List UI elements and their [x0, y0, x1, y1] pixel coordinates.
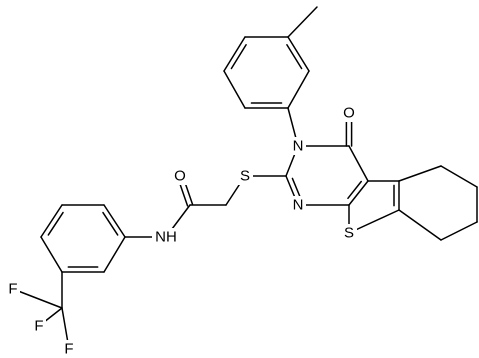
- carbonyl-oxygen-label: O: [341, 104, 357, 122]
- ring-nitrogen-n1-label: N: [290, 196, 306, 214]
- fluorine-label-2: F: [32, 317, 46, 335]
- svg-text:N: N: [293, 197, 304, 214]
- bond: [287, 36, 310, 72]
- svg-text:F: F: [34, 318, 43, 335]
- bond: [103, 236, 126, 273]
- svg-text:S: S: [344, 225, 354, 242]
- ring-nitrogen-n3-label: N: [290, 137, 306, 155]
- svg-text:F: F: [64, 341, 73, 358]
- amide-nh-label: NH: [152, 228, 180, 246]
- bond: [348, 145, 369, 182]
- svg-text:F: F: [8, 281, 17, 298]
- bond: [40, 236, 63, 273]
- svg-text:NH: NH: [155, 229, 177, 246]
- amide-oxygen-label: O: [172, 167, 188, 185]
- bond: [440, 165, 478, 188]
- fluorine-label-3: F: [62, 340, 76, 358]
- bond: [103, 204, 126, 238]
- bond: [287, 6, 318, 38]
- thioether-sulfur-label: S: [237, 167, 253, 185]
- atom-labels: O N N S S O NH F: [6, 104, 357, 358]
- svg-text:N: N: [293, 138, 304, 155]
- bond: [223, 70, 246, 109]
- bond: [440, 221, 478, 241]
- bond: [347, 180, 362, 200]
- bond: [102, 211, 119, 236]
- bond: [291, 177, 302, 200]
- bond: [230, 43, 247, 70]
- bond: [398, 209, 442, 241]
- bond: [223, 36, 246, 72]
- bond: [47, 211, 64, 236]
- fluorine-label-1: F: [6, 280, 20, 298]
- svg-text:O: O: [174, 168, 186, 185]
- bond: [12, 288, 63, 309]
- bond: [286, 43, 303, 70]
- bond: [398, 165, 442, 182]
- svg-text:O: O: [343, 105, 355, 122]
- svg-text:S: S: [240, 168, 250, 185]
- thiophene-sulfur-label: S: [341, 224, 357, 242]
- bond: [287, 70, 310, 109]
- bond: [40, 204, 63, 238]
- bond: [348, 209, 400, 234]
- bond: [348, 180, 369, 206]
